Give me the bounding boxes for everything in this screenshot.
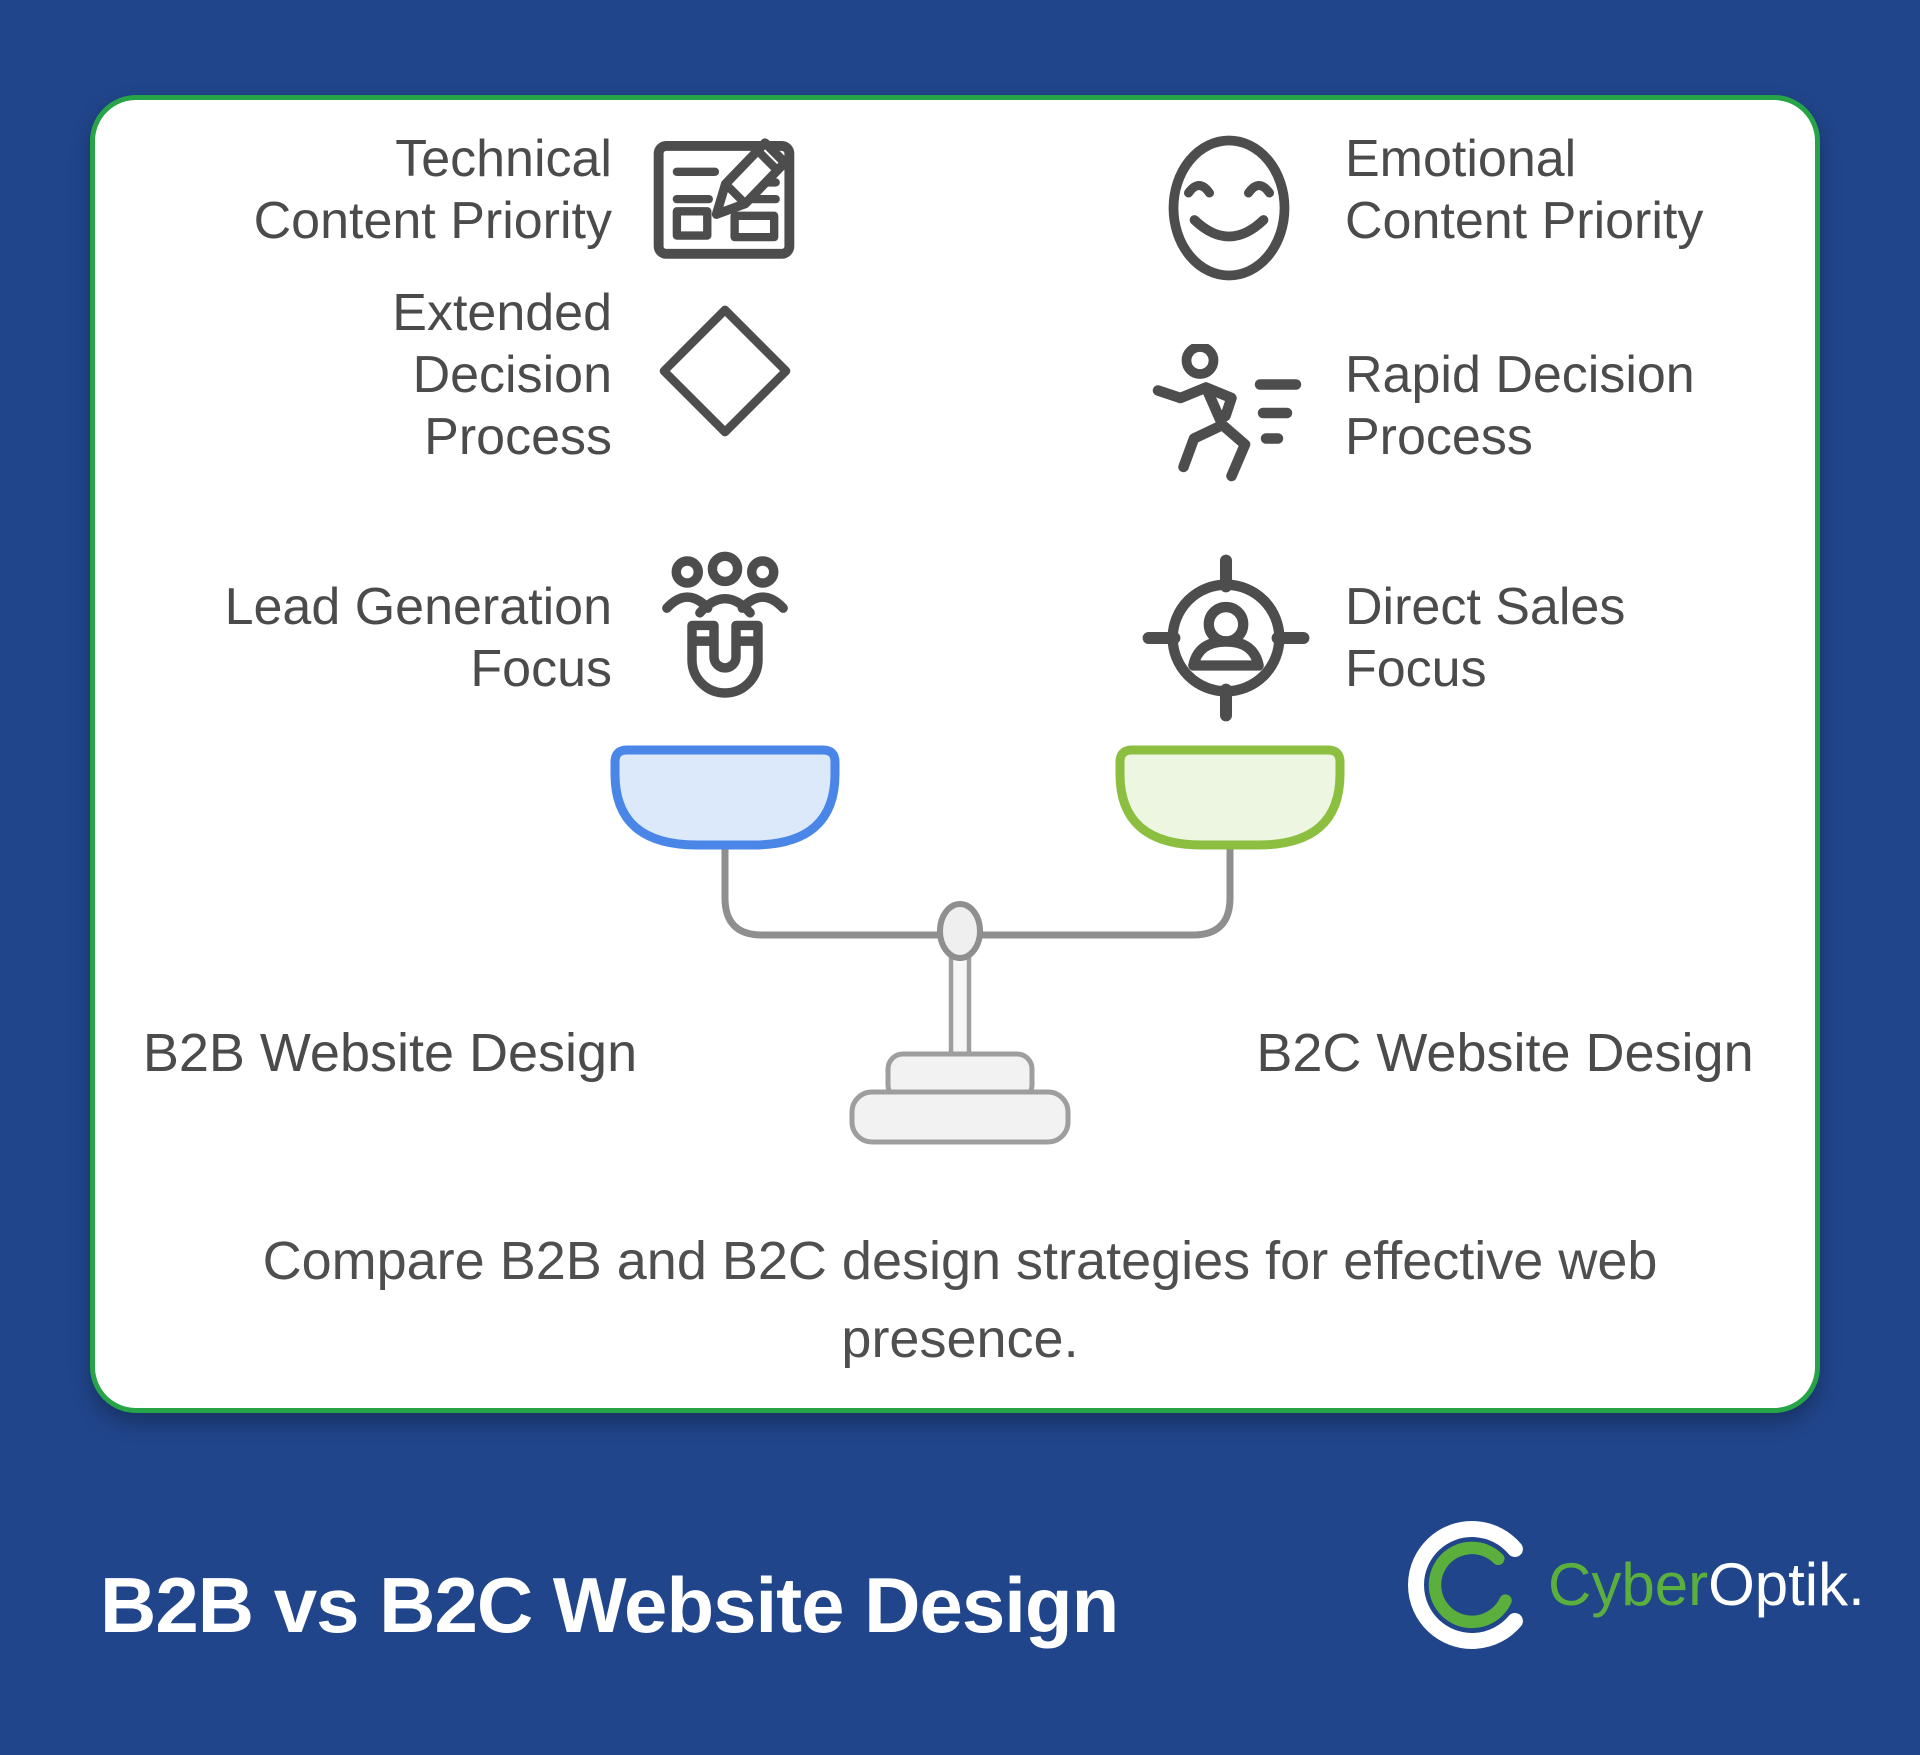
feature-line: Emotional: [1345, 130, 1577, 188]
feature-line: Direct Sales: [1345, 578, 1626, 636]
feature-line: Focus: [1345, 640, 1487, 698]
target-person-icon: [1140, 548, 1312, 728]
runner-icon: [1146, 344, 1314, 500]
comparison-card: [90, 95, 1820, 1413]
left-scale-pan: [610, 745, 840, 850]
scale-base-lower: [849, 1089, 1071, 1145]
logo-text-cyber: Cyber: [1548, 1551, 1709, 1618]
feature-lead-generation-focus: Lead Generation Focus: [225, 576, 612, 700]
feature-rapid-decision-process: Rapid Decision Process: [1345, 344, 1695, 468]
page-title: B2B vs B2C Website Design: [100, 1561, 1119, 1649]
feature-emotional-content-priority: Emotional Content Priority: [1345, 128, 1703, 252]
feature-technical-content-priority: Technical Content Priority: [254, 128, 612, 252]
balance-scale: [610, 745, 1345, 1145]
caption-line: presence.: [841, 1309, 1079, 1369]
feature-line: Process: [424, 408, 612, 466]
feature-line: Process: [1345, 408, 1533, 466]
logo-text-optik: Optik.: [1708, 1551, 1865, 1618]
cyberoptik-logo: CyberOptik.: [1402, 1515, 1865, 1655]
b2c-label: B2C Website Design: [1256, 1023, 1754, 1083]
feature-direct-sales-focus: Direct Sales Focus: [1345, 576, 1625, 700]
cyberoptik-ring-icon: [1408, 1521, 1523, 1649]
feature-line: Focus: [470, 640, 612, 698]
caption-line: Compare B2B and B2C design strategies fo…: [262, 1231, 1658, 1291]
logo-wordmark: CyberOptik.: [1548, 1552, 1865, 1618]
magnet-audience-icon: [644, 550, 806, 726]
diamond-icon: [654, 300, 796, 442]
smiley-icon: [1154, 118, 1304, 298]
caption: Compare B2B and B2C design strategies fo…: [210, 1222, 1710, 1378]
feature-line: Extended: [392, 284, 612, 342]
scale-pivot: [937, 901, 983, 961]
right-scale-pan: [1115, 745, 1345, 850]
scale-post: [948, 945, 972, 1067]
feature-line: Technical: [395, 130, 612, 188]
feature-extended-decision-process: Extended Decision Process: [392, 282, 612, 468]
feature-line: Decision: [412, 346, 612, 404]
feature-line: Content Priority: [1345, 192, 1704, 250]
document-pencil-icon: [648, 114, 800, 266]
feature-line: Content Priority: [253, 192, 612, 250]
feature-line: Lead Generation: [224, 578, 612, 636]
feature-line: Rapid Decision: [1345, 346, 1695, 404]
b2b-label: B2B Website Design: [142, 1023, 638, 1083]
